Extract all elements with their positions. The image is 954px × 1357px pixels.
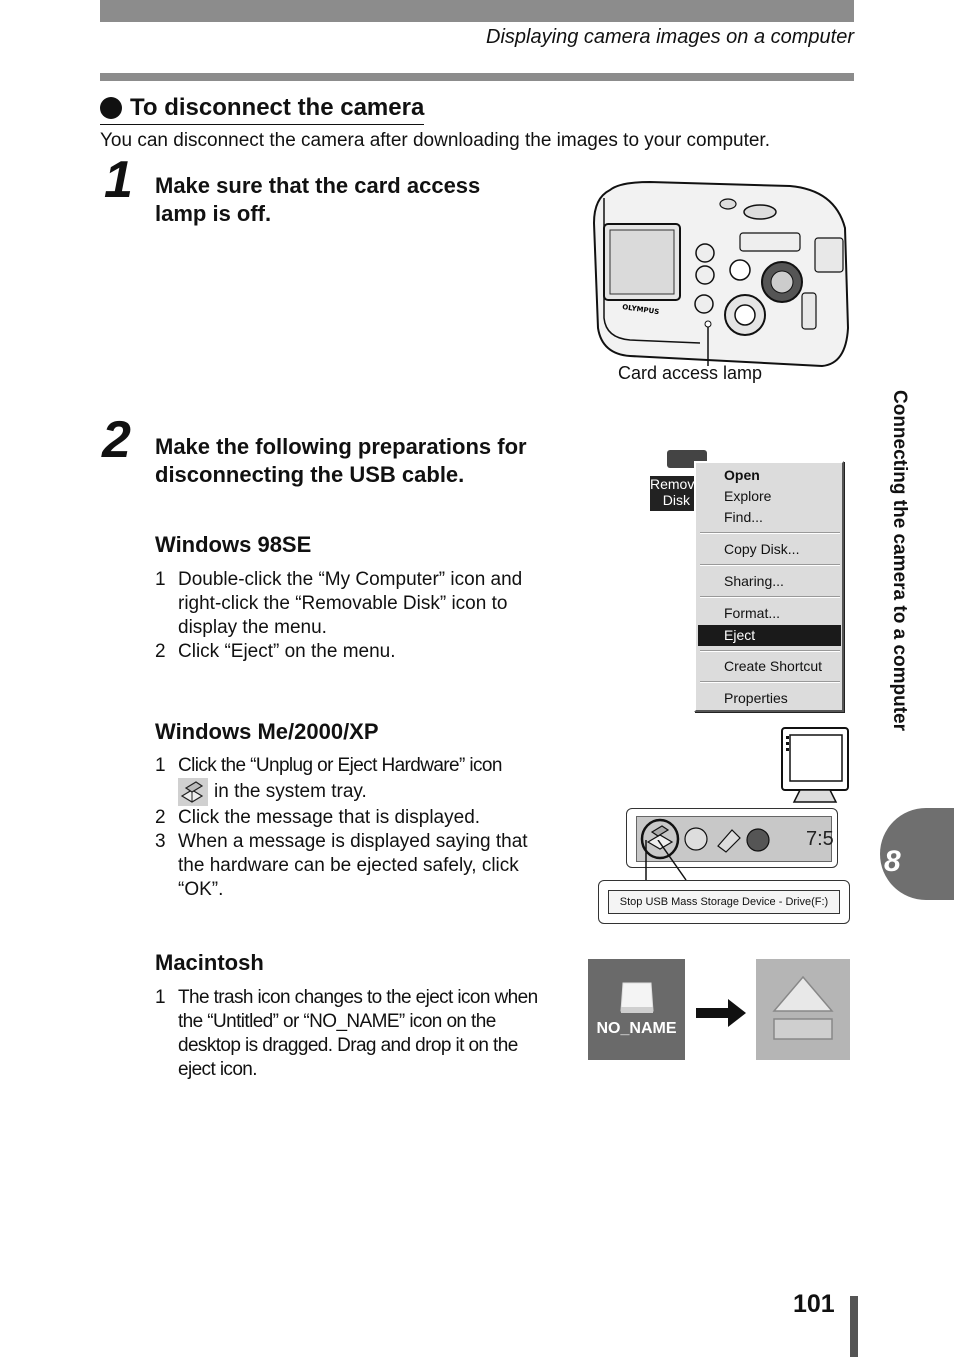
page-number: 101 [793, 1290, 835, 1318]
removable-disk-label: Remov Disk [650, 476, 694, 511]
tray-clock: 7:5 [806, 828, 834, 850]
chapter-number: 8 [884, 845, 901, 878]
card-access-lamp-caption: Card access lamp [618, 363, 763, 383]
section-intro: You can disconnect the camera after down… [100, 130, 770, 151]
menu-separator [700, 564, 840, 566]
app-tray-icon [746, 828, 770, 852]
menu-item-copy-disk[interactable]: Copy Disk... [724, 541, 800, 557]
stop-usb-tooltip[interactable]: Stop USB Mass Storage Device - Drive(F:) [608, 890, 840, 914]
step-1-title: Make sure that the card access lamp is o… [155, 173, 481, 226]
unplug-eject-hardware-icon [178, 778, 208, 806]
section-heading-text: To disconnect the camera [130, 94, 425, 121]
menu-separator [700, 681, 840, 683]
menu-separator [700, 532, 840, 534]
step-2-title: Make the following preparations for disc… [155, 434, 527, 487]
step-1-number: 1 [104, 151, 133, 209]
no-name-label: NO_NAME [596, 1020, 677, 1037]
drive-icon [620, 982, 654, 1013]
menu-item-find[interactable]: Find... [724, 509, 763, 525]
arrow-right-icon [696, 999, 746, 1027]
monitor-icon [781, 727, 849, 803]
menu-separator [700, 596, 840, 598]
menu-highlight [698, 625, 841, 646]
eject-icon [772, 975, 834, 1040]
step-2-number: 2 [102, 411, 131, 469]
running-header: Displaying camera images on a computer [486, 26, 854, 48]
bullet-icon [100, 97, 122, 119]
menu-item-eject[interactable]: Eject [724, 627, 756, 643]
context-menu: Open Explore Find... Copy Disk... Sharin… [694, 461, 844, 712]
header-bar [100, 0, 854, 22]
menu-item-format[interactable]: Format... [724, 605, 781, 621]
menu-item-properties[interactable]: Properties [724, 690, 788, 706]
callout-lines [645, 840, 687, 881]
chapter-side-tab: Connecting the camera to a computer [889, 390, 910, 732]
list-item: 1 Click the “Unplug or Eject Hardware” i… [155, 754, 535, 806]
menu-item-create-shortcut[interactable]: Create Shortcut [724, 658, 823, 674]
menu-item-explore[interactable]: Explore [724, 488, 772, 504]
page-number-bar [850, 1296, 858, 1357]
macintosh-heading: Macintosh [155, 950, 264, 975]
volume-tray-icon [684, 827, 708, 851]
windows-me-list: 1 Click the “Unplug or Eject Hardware” i… [155, 754, 535, 902]
menu-item-open[interactable]: Open [724, 467, 760, 483]
menu-separator [700, 650, 840, 652]
chapter-tab [880, 808, 954, 900]
menu-item-sharing[interactable]: Sharing... [724, 573, 784, 589]
windows-me-heading: Windows Me/2000/XP [155, 719, 379, 744]
network-tray-icon [717, 829, 741, 853]
section-heading: To disconnect the camera [100, 94, 425, 125]
header-rule [100, 73, 854, 81]
windows-98se-heading: Windows 98SE [155, 532, 312, 557]
camera-illustration: OLYMPUS [592, 180, 850, 368]
